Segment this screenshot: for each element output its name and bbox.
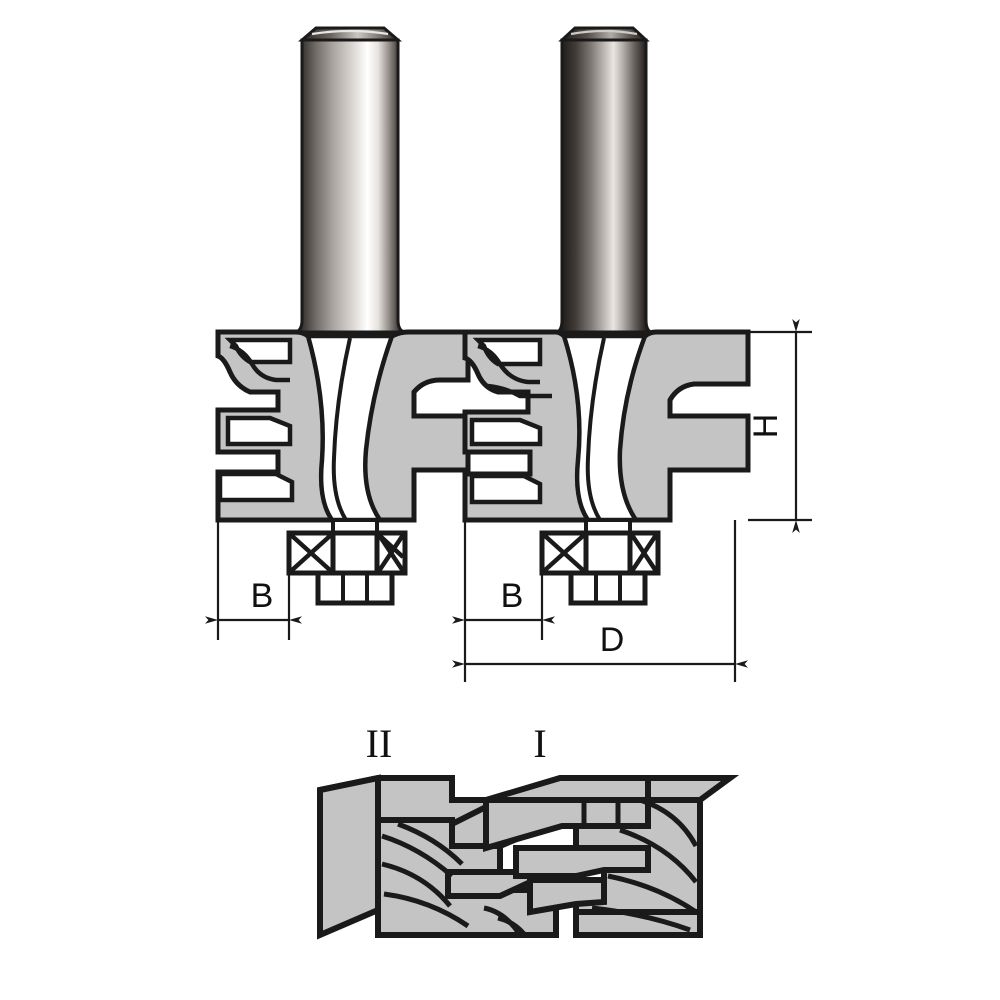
cutter-relief-lower-left — [217, 471, 295, 503]
wood-I-grain-2 — [619, 827, 698, 884]
shank-top-highlight-left — [311, 29, 389, 36]
dimension-label-right-B: B — [501, 577, 524, 615]
wood-I-body-top — [645, 775, 740, 803]
wood-I-grain-1 — [639, 797, 699, 848]
wood-I-lower-lip — [527, 877, 607, 916]
dimension-label-right-H: H — [747, 414, 785, 439]
wood-joint-illustration: II I — [317, 721, 740, 940]
cutter-flute-center-left — [305, 333, 396, 523]
retaining-nut-right — [568, 570, 648, 606]
shank-chamfer-left — [297, 26, 403, 42]
profile-cove-line-left — [229, 343, 290, 383]
flute-line-right-a — [585, 337, 606, 522]
shank-top-highlight-right — [570, 29, 638, 36]
wood-II-grain-1 — [381, 833, 454, 878]
joint-label-I: I — [533, 721, 546, 766]
guide-bearing-left — [286, 530, 408, 576]
shank-body-right — [556, 38, 652, 334]
dimension-label-left-B: B — [251, 577, 274, 615]
wood-piece-I — [483, 775, 740, 938]
wood-II-grain-6 — [497, 915, 526, 936]
dimension-left-B: B — [205, 520, 302, 640]
shank-chamfer-right — [558, 26, 650, 42]
dimension-right-B: B — [452, 520, 555, 682]
wood-II-grain-3 — [383, 891, 470, 929]
shank-body-left — [295, 38, 405, 334]
profile-cove-line-right — [477, 343, 540, 385]
router-bit-left — [215, 26, 471, 606]
joint-label-II: II — [366, 721, 393, 766]
wood-II-grain-2 — [381, 861, 452, 908]
profile-detail-right-b — [487, 383, 552, 399]
wood-I-grain-3 — [607, 873, 698, 915]
cutter-flute-center-right — [560, 333, 649, 523]
guide-bearing-right — [539, 530, 661, 576]
wood-I-grain-4 — [591, 905, 691, 933]
cutter-relief-mid-left — [225, 415, 293, 447]
router-bit-right — [462, 26, 751, 606]
cutter-relief-mid-right — [469, 417, 543, 447]
wood-II-grain-4 — [397, 821, 464, 866]
dimension-right-H: H — [670, 319, 812, 533]
wood-II-end-face — [317, 774, 381, 940]
wood-I-groove-lip — [513, 845, 651, 879]
dimension-label-right-D: D — [600, 621, 625, 659]
dimension-right-D: D — [452, 520, 748, 682]
wood-I-bottom-band — [573, 909, 703, 938]
cutter-relief-lower-right — [469, 473, 543, 505]
retaining-nut-left — [315, 570, 395, 606]
flute-line-left-a — [331, 337, 352, 522]
